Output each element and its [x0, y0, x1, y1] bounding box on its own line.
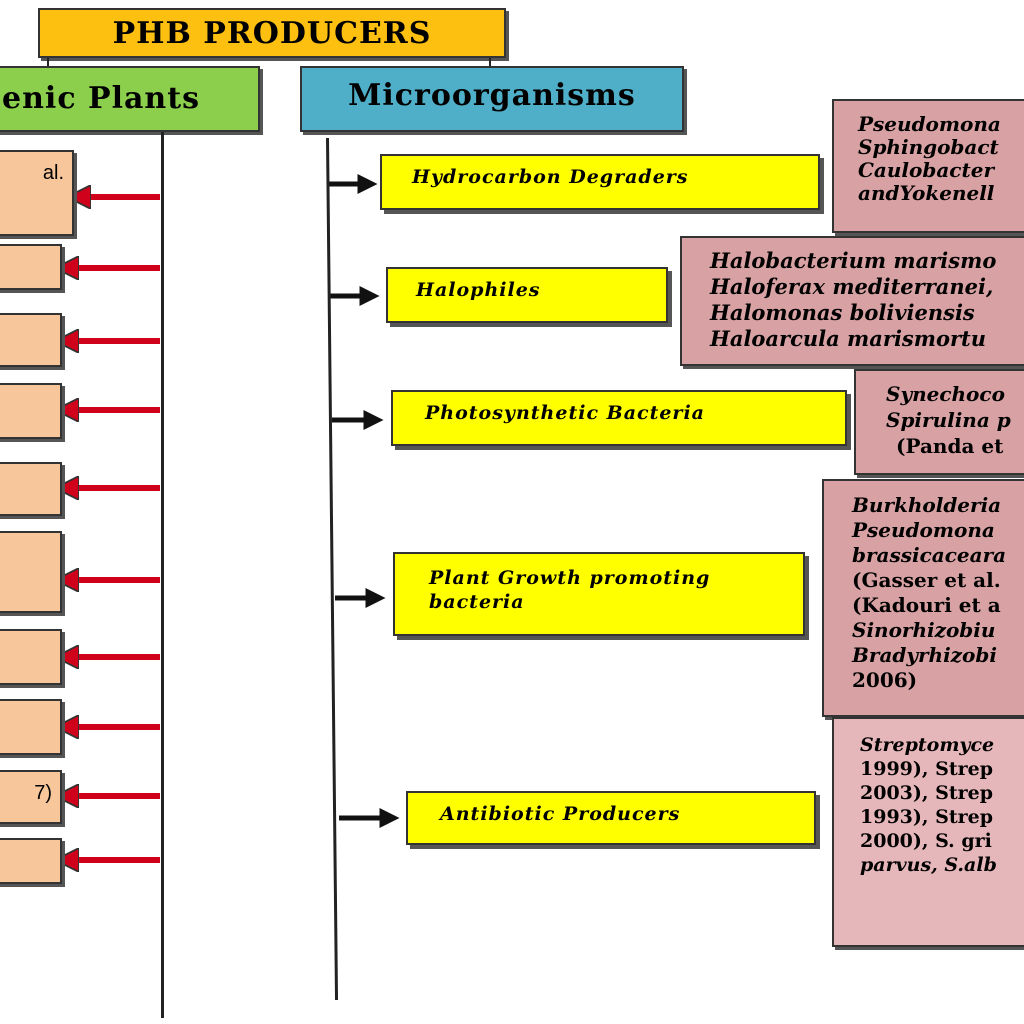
example-line: (Panda et	[896, 434, 1004, 458]
halophiles-examples: Halobacterium marismo Haloferax mediterr…	[680, 236, 1024, 366]
plant-box-10	[0, 838, 62, 884]
hydrocarbon-degraders-label: Hydrocarbon Degraders	[412, 166, 689, 188]
photosynthetic-bacteria-examples: Synechoco Spirulina p (Panda et	[854, 369, 1024, 475]
example-line: Caulobacter	[858, 158, 994, 182]
plant-box-1: al.	[0, 150, 74, 236]
plant-box-4	[0, 383, 62, 439]
pgpb-examples: Burkholderia Pseudomona brassicaceara (G…	[822, 479, 1024, 717]
halophiles-box: Halophiles	[386, 267, 668, 323]
example-line: 2000), S. gri	[860, 830, 992, 852]
plant-box-2	[0, 244, 62, 290]
example-line: Halobacterium marismo	[710, 248, 997, 273]
plant-growth-promoting-bacteria-box: Plant Growth promoting bacteria	[393, 552, 805, 636]
antibiotic-producers-examples: Streptomyce 1999), Strep 2003), Strep 19…	[832, 717, 1024, 947]
plant-box-3	[0, 313, 62, 367]
example-line: Haloarcula marismortu	[710, 326, 987, 351]
plant-box-5	[0, 462, 62, 516]
plant-box-8	[0, 699, 62, 755]
micro-arrows	[328, 174, 400, 828]
antibiotic-producers-label: Antibiotic Producers	[440, 803, 681, 825]
example-line: Pseudomona	[858, 112, 1001, 136]
example-line: Burkholderia	[852, 493, 1002, 517]
example-line: (Kadouri et a	[852, 593, 1001, 617]
plant-box-6	[0, 531, 62, 613]
phb-producers-title: PHB PRODUCERS	[38, 8, 506, 58]
transgenic-plants-header: enic Plants	[0, 66, 260, 132]
pgpb-label-line-2: bacteria	[429, 591, 525, 613]
example-line: andYokenell	[858, 181, 995, 205]
plants-trunk-line	[161, 132, 164, 1018]
example-line: Bradyrhizobi	[852, 643, 997, 667]
example-line: Halomonas boliviensis	[710, 300, 975, 325]
example-line: brassicaceara	[852, 543, 1007, 567]
example-line: Haloferax mediterranei,	[710, 274, 994, 299]
plant-box-7	[0, 629, 62, 685]
example-line: Sinorhizobiu	[852, 618, 996, 642]
plant-box-9: 7)	[0, 770, 62, 824]
example-line: (Gasser et al.	[852, 568, 1001, 592]
photosynthetic-bacteria-label: Photosynthetic Bacteria	[425, 402, 705, 424]
example-line: parvus, S.alb	[860, 854, 997, 876]
example-line: Streptomyce	[860, 734, 995, 756]
halophiles-label: Halophiles	[416, 279, 541, 301]
example-line: 1993), Strep	[860, 806, 993, 828]
example-line: 2003), Strep	[860, 782, 993, 804]
hydrocarbon-degraders-examples: Pseudomona Sphingobact Caulobacter andYo…	[832, 99, 1024, 233]
antibiotic-producers-box: Antibiotic Producers	[406, 791, 816, 845]
plant-arrows	[76, 197, 160, 860]
example-line: Spirulina p	[886, 408, 1011, 432]
pgpb-label-line-1: Plant Growth promoting	[429, 567, 711, 589]
example-line: Synechoco	[886, 382, 1005, 406]
microorganisms-header: Microorganisms	[300, 66, 684, 132]
example-line: 1999), Strep	[860, 758, 993, 780]
hydrocarbon-degraders-box: Hydrocarbon Degraders	[380, 154, 820, 210]
example-line: Pseudomona	[852, 518, 995, 542]
photosynthetic-bacteria-box: Photosynthetic Bacteria	[391, 390, 847, 446]
example-line: Sphingobact	[858, 135, 999, 159]
example-line: 2006)	[852, 668, 918, 692]
